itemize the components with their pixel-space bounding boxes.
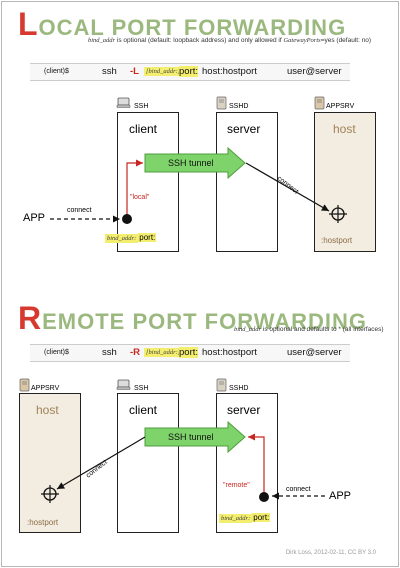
local-host-box bbox=[314, 112, 376, 252]
remote-server-box bbox=[216, 393, 278, 533]
remote-port-dot bbox=[259, 492, 269, 502]
remote-cmd-prompt: (client)$ bbox=[44, 349, 69, 356]
remote-connect-app-label: connect bbox=[286, 486, 311, 493]
remote-title: REMOTE PORT FORWARDING bbox=[18, 300, 367, 337]
local-client-icon-label: SSH bbox=[134, 103, 149, 110]
local-cmd-bind: [bind_addr:] bbox=[144, 67, 183, 76]
local-title-rest: OCAL PORT FORWARDING bbox=[38, 15, 347, 40]
local-host-icon-label: APPSRV bbox=[326, 103, 355, 110]
crosshair-icon bbox=[41, 485, 59, 503]
local-cmd-user: user@server bbox=[287, 66, 342, 77]
local-server-to-host-line bbox=[245, 162, 330, 212]
remote-note: bind_addr is optional and defaults to * … bbox=[234, 326, 384, 333]
remote-cmd-host: host:hostport bbox=[202, 347, 257, 358]
local-server-icon-label: SSHD bbox=[229, 103, 249, 110]
local-cmd-host: host:hostport bbox=[202, 66, 257, 77]
remote-cmd-ssh: ssh bbox=[102, 347, 117, 358]
remote-tunnel-arrow bbox=[144, 420, 246, 454]
remote-host-icon-label: APPSRV bbox=[31, 385, 60, 392]
local-client-label: client bbox=[129, 122, 158, 136]
local-cmd-port: port: bbox=[179, 66, 199, 77]
remote-client-icon-label: SSH bbox=[134, 385, 149, 392]
remote-client-label: client bbox=[129, 403, 158, 417]
server-tower-icon bbox=[216, 378, 227, 392]
laptop-icon bbox=[116, 97, 131, 108]
remote-bind-port: bind_addr:port: bbox=[219, 513, 271, 523]
remote-command-bar: (client)$ ssh -R [bind_addr:] port: host… bbox=[30, 344, 350, 362]
local-command-bar: (client)$ ssh -L [bind_addr:] port: host… bbox=[30, 63, 350, 81]
remote-app-label: APP bbox=[329, 490, 352, 502]
local-red-path bbox=[126, 159, 143, 218]
remote-cmd-flag: -R bbox=[130, 347, 141, 358]
local-host-label: host bbox=[333, 122, 356, 136]
credit-line: Dirk Loss, 2012-02-11, CC BY 3.0 bbox=[285, 550, 376, 556]
remote-red-path bbox=[248, 433, 265, 497]
local-app-label: APP bbox=[23, 212, 46, 224]
server-tower-icon bbox=[216, 96, 227, 110]
remote-title-rest: EMOTE PORT FORWARDING bbox=[42, 309, 368, 334]
server-tower-icon bbox=[314, 96, 325, 110]
remote-cmd-user: user@server bbox=[287, 347, 342, 358]
remote-tunnel-label: SSH tunnel bbox=[168, 432, 214, 442]
local-server-box bbox=[216, 112, 278, 252]
remote-client-to-host-line bbox=[56, 436, 146, 490]
remote-cmd-port: port: bbox=[179, 347, 199, 358]
local-tunnel-label: SSH tunnel bbox=[168, 158, 214, 168]
local-title-cap: L bbox=[18, 6, 39, 42]
remote-host-label: host bbox=[36, 403, 59, 417]
remote-hostport-label: :hostport bbox=[27, 518, 59, 527]
remote-cmd-bind: [bind_addr:] bbox=[144, 348, 183, 357]
local-cmd-prompt: (client)$ bbox=[44, 68, 69, 75]
local-cmd-ssh: ssh bbox=[102, 66, 117, 77]
server-tower-icon bbox=[19, 378, 30, 392]
local-cmd-flag: -L bbox=[130, 66, 139, 77]
local-port-dot bbox=[122, 214, 132, 224]
remote-title-cap: R bbox=[18, 300, 43, 336]
remote-server-label: server bbox=[227, 403, 261, 417]
remote-host-box bbox=[19, 393, 81, 533]
local-note: bind_addr is optional (default: loopback… bbox=[88, 37, 372, 44]
laptop-icon bbox=[116, 379, 131, 390]
local-title: LOCAL PORT FORWARDING bbox=[18, 6, 346, 43]
remote-server-icon-label: SSHD bbox=[229, 385, 249, 392]
local-bind-port: bind_addr:port: bbox=[105, 233, 157, 243]
local-connect-app-label: connect bbox=[67, 207, 92, 214]
crosshair-icon bbox=[329, 205, 347, 223]
local-tag: "local" bbox=[130, 194, 150, 201]
remote-client-box bbox=[117, 393, 179, 533]
local-hostport-label: :hostport bbox=[321, 236, 353, 245]
remote-tag: "remote" bbox=[223, 482, 250, 489]
local-tunnel-arrow bbox=[144, 146, 246, 180]
local-server-label: server bbox=[227, 122, 261, 136]
